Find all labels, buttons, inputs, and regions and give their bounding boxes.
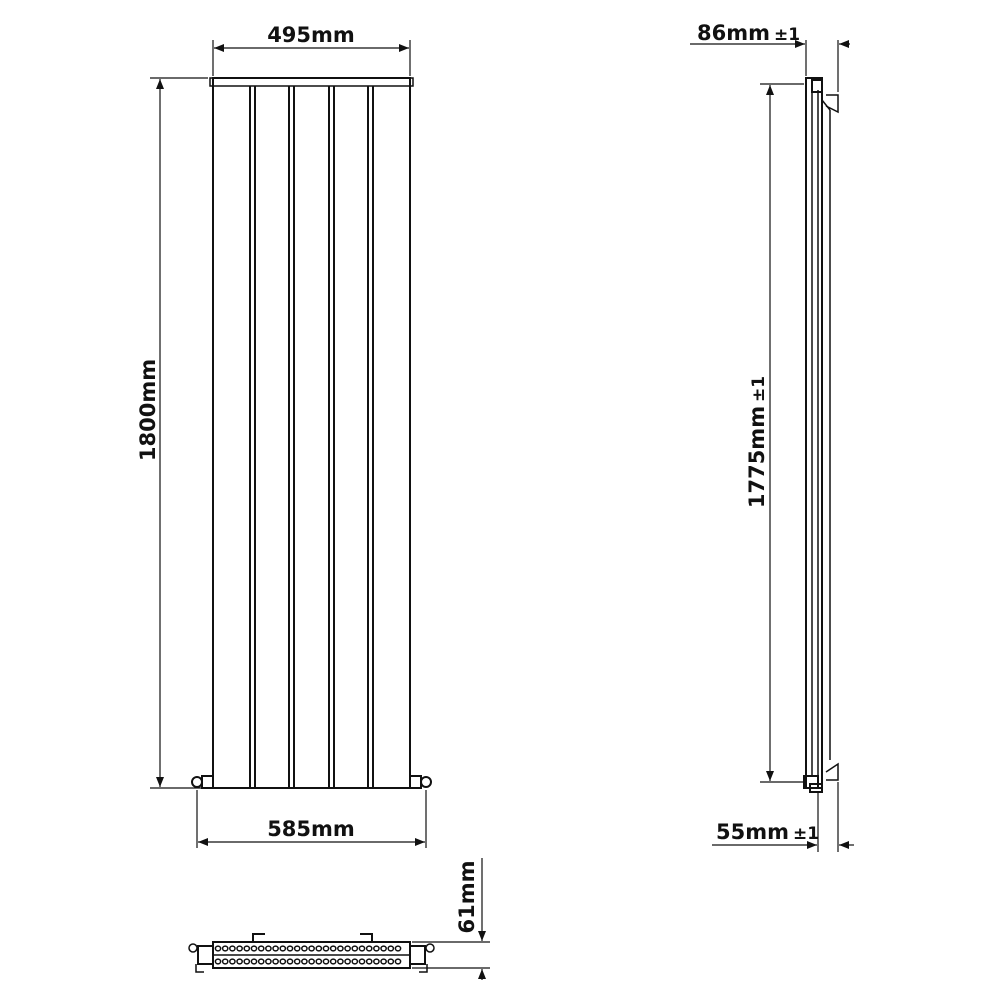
plan-fin-cell bbox=[286, 958, 294, 965]
plan-fin-cell bbox=[265, 958, 272, 965]
plan-fin-cell bbox=[257, 945, 265, 952]
bracket-height-dimension: 1775mm±1 bbox=[745, 83, 804, 783]
plan-fin-cell bbox=[329, 945, 337, 952]
plan-fin-cell bbox=[315, 958, 323, 965]
plan-fin-cell bbox=[344, 958, 351, 965]
plan-fin-cell bbox=[229, 958, 236, 965]
width-dimension: 495mm bbox=[212, 23, 411, 76]
top-bracket bbox=[811, 79, 839, 114]
plan-fin-cell bbox=[351, 945, 359, 952]
plan-fin-cell bbox=[387, 945, 395, 952]
plan-bracket-left bbox=[252, 933, 265, 942]
plan-fin-cell bbox=[337, 958, 344, 965]
height-label: 1800mm bbox=[136, 359, 160, 461]
top-cap bbox=[209, 77, 414, 87]
plan-fin-cell bbox=[394, 958, 402, 965]
plan-fin-cell bbox=[250, 945, 258, 952]
plan-fin-cell bbox=[272, 958, 279, 965]
plan-fin-cell bbox=[301, 958, 308, 965]
plan-left-valve bbox=[188, 943, 214, 973]
plan-fin-cell bbox=[243, 958, 251, 965]
plan-fin-cell bbox=[344, 945, 351, 952]
front-view: 495mm 1800mm 585mm bbox=[136, 23, 432, 848]
plan-fin-cell bbox=[293, 958, 301, 965]
plan-fin-cell bbox=[308, 945, 315, 952]
plan-fin-cell bbox=[257, 958, 265, 965]
plan-fin-cell bbox=[365, 958, 373, 965]
plan-fin-cell bbox=[358, 945, 366, 952]
wall-gap-label: 55mm±1 bbox=[716, 820, 819, 844]
plan-fin-cell bbox=[214, 945, 222, 952]
front-frame bbox=[212, 77, 411, 789]
plan-fin-cell bbox=[236, 945, 243, 952]
plan-depth-dimension: 61mm bbox=[412, 858, 490, 980]
plan-fin-cell bbox=[221, 945, 229, 952]
plan-fin-cell bbox=[387, 958, 395, 965]
right-valve bbox=[409, 775, 432, 789]
plan-fin-cell bbox=[394, 945, 402, 952]
plan-fin-cell bbox=[286, 945, 294, 952]
plan-depth-label: 61mm bbox=[455, 861, 479, 934]
plan-fin-cell bbox=[373, 945, 380, 952]
wall-gap-dimension: 55mm±1 bbox=[712, 782, 854, 852]
plan-fin-pattern bbox=[214, 945, 402, 965]
plan-fin-cell bbox=[380, 945, 387, 952]
plan-fin-cell bbox=[221, 958, 229, 965]
plan-bracket-right bbox=[360, 933, 373, 942]
panel-grooves bbox=[249, 86, 374, 788]
side-body bbox=[805, 77, 823, 789]
plan-fin-cell bbox=[373, 958, 380, 965]
plan-fin-cell bbox=[358, 958, 366, 965]
plan-fin-cell bbox=[250, 958, 258, 965]
pipe-centres-dimension: 585mm bbox=[196, 790, 427, 848]
side-depth-label: 86mm±1 bbox=[697, 21, 800, 45]
plan-fin-cell bbox=[351, 958, 359, 965]
plan-fin-cell bbox=[243, 945, 251, 952]
plan-fin-cell bbox=[301, 945, 308, 952]
plan-fin-cell bbox=[272, 945, 279, 952]
plan-fin-cell bbox=[265, 945, 272, 952]
plan-fin-cell bbox=[279, 958, 287, 965]
pipe-centres-label: 585mm bbox=[267, 817, 355, 841]
side-view: 86mm±1 1775mm±1 55mm±1 bbox=[690, 21, 854, 852]
side-depth-dimension: 86mm±1 bbox=[690, 21, 850, 92]
plan-fin-cell bbox=[322, 958, 330, 965]
bottom-view: 61mm bbox=[188, 858, 490, 980]
left-valve bbox=[191, 775, 214, 789]
plan-fin-cell bbox=[214, 958, 222, 965]
width-label: 495mm bbox=[267, 23, 355, 47]
plan-fin-cell bbox=[380, 958, 387, 965]
side-fin-top bbox=[821, 99, 831, 111]
plan-fin-cell bbox=[236, 958, 243, 965]
height-dimension: 1800mm bbox=[136, 77, 208, 789]
plan-fin-cell bbox=[279, 945, 287, 952]
plan-fin-cell bbox=[329, 958, 337, 965]
plan-fin-cell bbox=[315, 945, 323, 952]
bracket-height-label: 1775mm±1 bbox=[745, 376, 769, 508]
plan-fin-cell bbox=[293, 945, 301, 952]
plan-fin-cell bbox=[322, 945, 330, 952]
plan-fin-cell bbox=[365, 945, 373, 952]
plan-fin-cell bbox=[308, 958, 315, 965]
plan-right-valve bbox=[409, 943, 435, 973]
plan-fin-cell bbox=[337, 945, 344, 952]
plan-fin-cell bbox=[229, 945, 236, 952]
